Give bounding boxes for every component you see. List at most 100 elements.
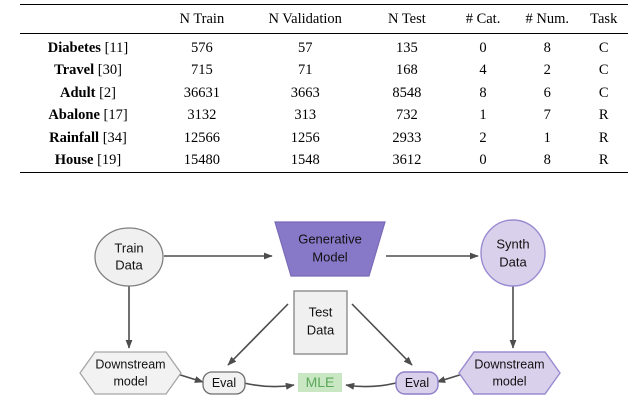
edge-eval-right-to-mle <box>345 382 397 390</box>
dataset-table-container: N Train N Validation N Test # Cat. # Num… <box>20 4 628 173</box>
downstream-right-label-line2: model <box>492 374 526 388</box>
dataset-citation: [17] <box>103 107 128 123</box>
column-header-n-validation: N Validation <box>268 11 342 27</box>
cell-dataset-name: Abalone [17] <box>20 104 156 127</box>
node-downstream-model-left[interactable]: Downstream model <box>79 351 182 395</box>
generative-model-label-line1: Generative <box>298 231 362 246</box>
node-downstream-model-right[interactable]: Downstream model <box>458 351 561 395</box>
cell-n-num: 2 <box>543 62 551 78</box>
cell-n-train: 3132 <box>187 107 217 123</box>
column-header-name <box>20 5 156 34</box>
node-synth-data[interactable]: Synth Data <box>480 219 546 287</box>
synth-data-label-line2: Data <box>499 254 527 269</box>
cell-n-train: 576 <box>190 39 213 56</box>
cell-n-cat: 0 <box>479 39 487 56</box>
dataset-name-text: House <box>54 152 94 168</box>
cell-dataset-name: Diabetes [11] <box>20 33 156 59</box>
node-eval-right[interactable]: Eval <box>395 371 439 395</box>
column-header-task: Task <box>590 11 618 27</box>
node-eval-left[interactable]: Eval <box>202 371 246 395</box>
node-mle: MLE <box>298 373 342 392</box>
cell-n-test: 3612 <box>392 152 422 168</box>
eval-left-shape[interactable] <box>202 371 246 395</box>
cell-n-train: 15480 <box>183 152 220 168</box>
cell-task: R <box>598 107 609 123</box>
pipeline-diagram: Train Data Generative Model Synth Data T… <box>0 200 640 418</box>
cell-n-train: 12566 <box>183 129 220 146</box>
cell-n-validation: 1548 <box>290 152 320 168</box>
cell-n-validation: 1256 <box>290 129 320 146</box>
dataset-citation: [30] <box>97 62 122 78</box>
eval-right-label: Eval <box>405 376 429 390</box>
dataset-name-text: Abalone <box>48 107 100 123</box>
generative-model-label-line2: Model <box>312 249 348 264</box>
downstream-right-label-line1: Downstream <box>474 357 544 371</box>
mle-highlight <box>298 373 342 392</box>
cell-n-cat: 0 <box>479 152 487 168</box>
table-row: Travel [30] 715 71 168 4 2 C <box>20 59 628 82</box>
dataset-citation: [34] <box>102 129 127 146</box>
downstream-left-shape[interactable] <box>79 351 182 395</box>
cell-n-num: 6 <box>543 84 551 101</box>
edge-test-to-eval-left <box>227 303 289 366</box>
node-train-data[interactable]: Train Data <box>94 227 164 287</box>
generative-model-shape[interactable] <box>274 221 386 277</box>
synth-data-label-line1: Synth <box>496 236 529 251</box>
downstream-right-shape[interactable] <box>458 351 561 395</box>
cell-n-validation: 71 <box>297 62 313 78</box>
table-row: Abalone [17] 3132 313 732 1 7 R <box>20 104 628 127</box>
cell-n-test: 732 <box>396 107 418 123</box>
cell-n-cat: 4 <box>479 62 487 78</box>
dataset-name-text: Diabetes <box>47 39 101 56</box>
cell-n-cat: 1 <box>479 107 487 123</box>
cell-dataset-name: Adult [2] <box>20 82 156 105</box>
cell-n-validation: 313 <box>294 107 317 123</box>
cell-task: C <box>598 39 609 56</box>
cell-n-train: 715 <box>190 62 213 78</box>
cell-n-validation: 57 <box>297 39 313 56</box>
cell-n-num: 7 <box>543 107 551 123</box>
cell-dataset-name: House [19] <box>20 149 156 172</box>
column-header-n-num: # Num. <box>525 11 569 27</box>
cell-task: C <box>598 84 609 101</box>
cell-dataset-name: Travel [30] <box>20 59 156 82</box>
node-generative-model[interactable]: Generative Model <box>274 221 386 277</box>
train-data-label-line1: Train <box>114 240 143 255</box>
dataset-citation: [19] <box>97 152 122 168</box>
cell-n-num: 8 <box>543 39 551 56</box>
cell-n-cat: 2 <box>479 129 487 146</box>
cell-dataset-name: Rainfall [34] <box>20 127 156 150</box>
cell-n-test: 2933 <box>392 129 422 146</box>
column-header-n-cat: # Cat. <box>465 11 501 27</box>
cell-n-num: 8 <box>543 152 551 168</box>
cell-n-train: 36631 <box>183 84 220 101</box>
edge-test-to-eval-right <box>351 303 413 366</box>
column-header-n-test: N Test <box>387 11 426 27</box>
test-data-shape[interactable] <box>293 290 348 355</box>
downstream-left-label-line1: Downstream <box>95 357 165 371</box>
cell-n-cat: 8 <box>479 84 487 101</box>
dataset-name-text: Adult <box>60 84 96 101</box>
train-data-shape[interactable] <box>94 227 164 287</box>
cell-n-test: 8548 <box>392 84 422 101</box>
train-data-label-line2: Data <box>115 257 143 272</box>
dataset-name-text: Rainfall <box>49 129 100 146</box>
cell-task: C <box>598 62 609 78</box>
table-row: House [19] 15480 1548 3612 0 8 R <box>20 149 628 172</box>
cell-n-test: 168 <box>396 62 418 78</box>
synth-data-shape[interactable] <box>480 219 546 287</box>
test-data-label-line1: Test <box>309 304 333 319</box>
test-data-label-line2: Data <box>307 322 335 337</box>
dataset-name-text: Travel <box>54 62 95 78</box>
cell-task: R <box>598 129 609 146</box>
eval-right-shape[interactable] <box>395 371 439 395</box>
cell-task: R <box>598 152 609 168</box>
node-test-data[interactable]: Test Data <box>293 290 348 355</box>
dataset-citation: [11] <box>104 39 129 56</box>
dataset-citation: [2] <box>99 84 117 101</box>
